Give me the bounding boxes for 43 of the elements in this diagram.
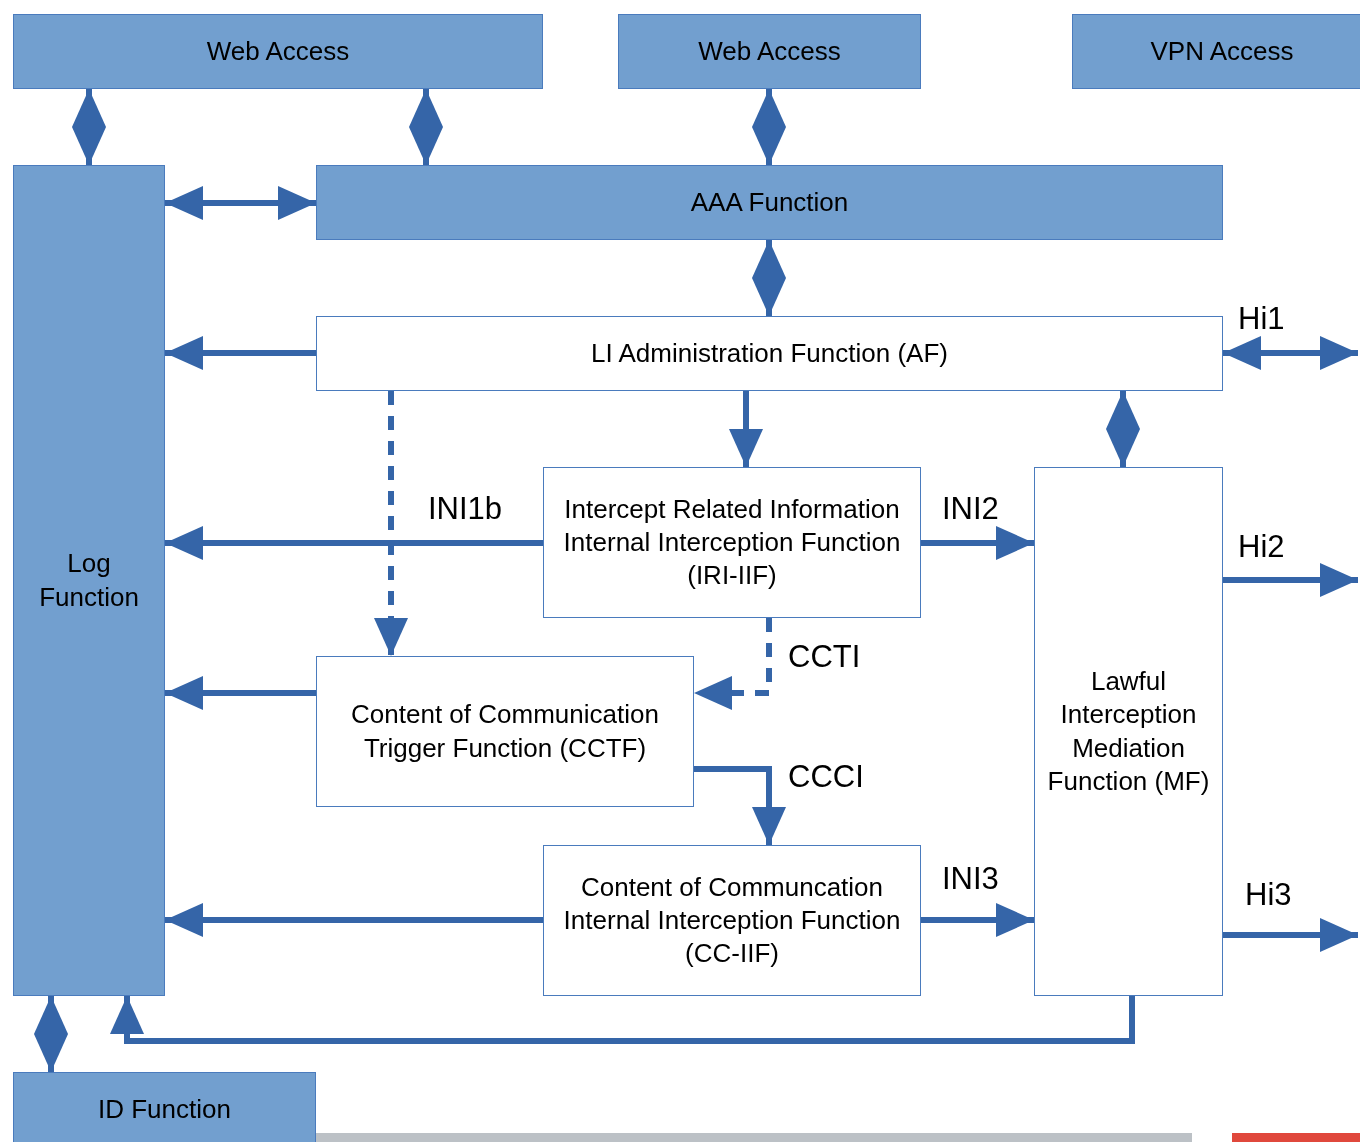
box-label: Intercept Related Information Internal Interception Function (IRI-IIF): [562, 492, 902, 593]
arrow: [752, 89, 786, 165]
arrow: [409, 89, 443, 165]
arrow: [110, 996, 1135, 1044]
arrow: [34, 996, 68, 1072]
function-box: [316, 656, 694, 807]
box-label: AAA Function: [690, 185, 849, 219]
function-box: [618, 14, 921, 89]
function-box: [13, 165, 165, 996]
function-box: [1072, 14, 1360, 89]
box-label: Content of Communcation Internal Interception Function (CC-IIF): [562, 870, 902, 971]
function-box: [13, 1072, 316, 1142]
arrow: [694, 766, 786, 845]
function-box: [543, 467, 921, 618]
box-label: Content of Communication Trigger Function (CCTF): [350, 698, 660, 765]
box-label: ID Function: [98, 1093, 231, 1126]
arrow: [921, 526, 1034, 560]
function-box: [543, 845, 921, 996]
arrow: [374, 391, 408, 656]
arrow: [1223, 563, 1358, 597]
box-label: Web Access: [698, 34, 841, 68]
arrow: [165, 526, 543, 560]
function-box: [316, 165, 1223, 240]
box-label: LI Administration Function (AF): [591, 336, 948, 370]
box-label: VPN Access: [1150, 34, 1294, 68]
arrow: [921, 903, 1034, 937]
arrow: [165, 186, 316, 220]
box-label: Web Access: [206, 34, 350, 68]
arrow: [165, 336, 316, 370]
arrow: [165, 676, 316, 710]
function-box: [1034, 467, 1223, 996]
arrow: [1223, 336, 1358, 370]
function-box: [316, 316, 1223, 391]
box-label: Log Function: [38, 547, 140, 614]
arrow: [165, 903, 543, 937]
arrow: [1223, 918, 1358, 952]
arrow: [729, 391, 763, 467]
arrow: [752, 240, 786, 316]
arrow: [1106, 391, 1140, 467]
arrow: [72, 89, 106, 165]
function-box: [13, 14, 543, 89]
arrow: [694, 618, 772, 710]
box-label: Lawful Interception Mediation Function (MF): [1046, 664, 1211, 798]
